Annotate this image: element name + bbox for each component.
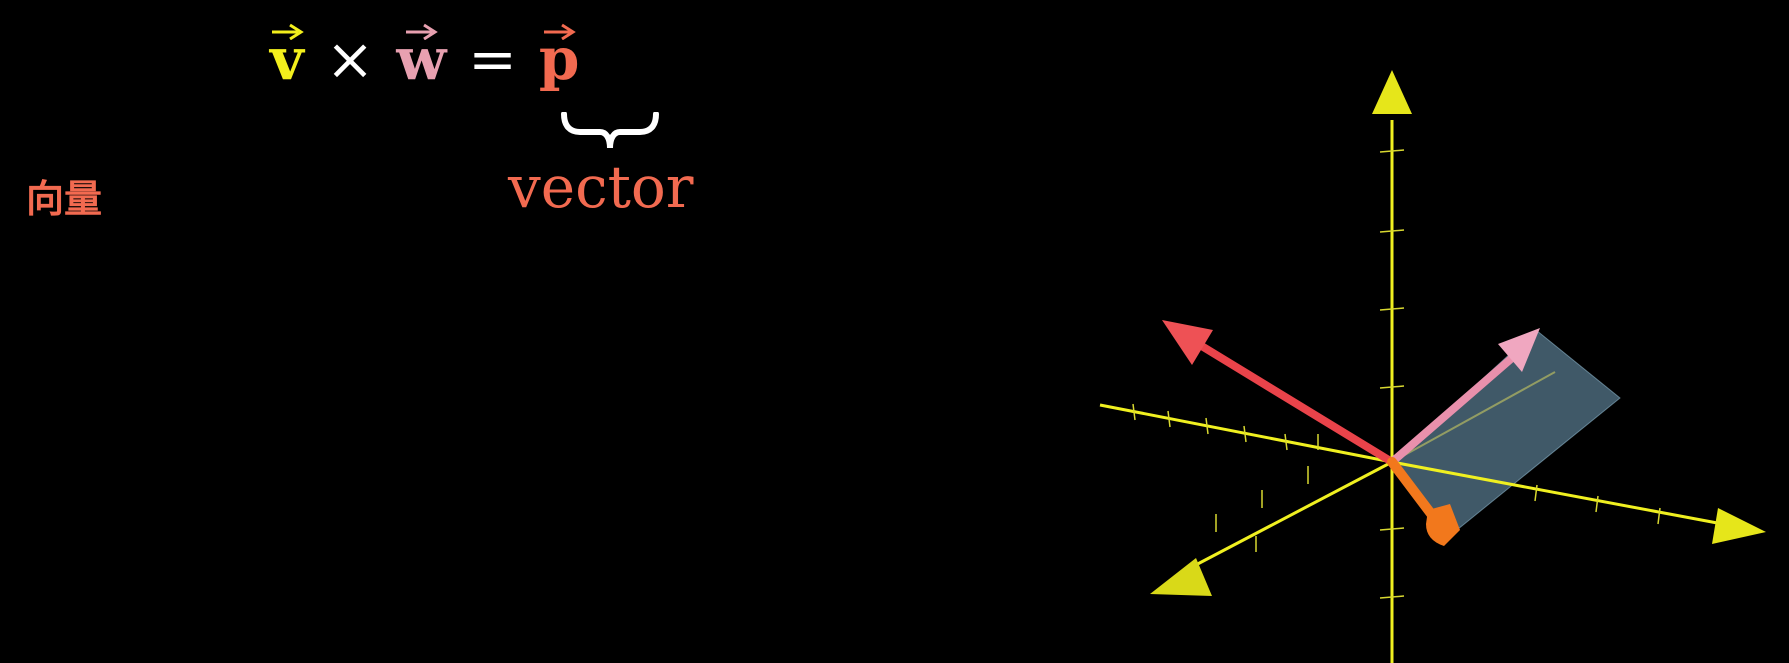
axis-ticks xyxy=(1132,403,1661,552)
orange-vector-shaft xyxy=(1387,457,1437,520)
pink-vector-shaft xyxy=(1388,354,1516,466)
z-axis-ticks xyxy=(1379,149,1405,599)
times-symbol: × xyxy=(325,25,375,93)
vector-w-letter: w xyxy=(396,25,447,93)
cross-product-equation: v × w = p xyxy=(270,8,579,88)
vector-arrow-icon xyxy=(544,23,576,40)
underbrace-icon xyxy=(561,112,659,149)
vector-w: w xyxy=(396,23,446,88)
vector-v: v xyxy=(270,23,304,88)
z-axis-arrow-icon xyxy=(1372,70,1412,114)
side-label: 向量 xyxy=(26,177,103,221)
w-axis xyxy=(1189,460,1393,570)
pink-vector-arrow-icon xyxy=(1498,328,1540,372)
orange-vector-arrow-icon xyxy=(1426,504,1460,546)
red-vector-shaft xyxy=(1196,341,1396,466)
back-axis xyxy=(1391,371,1556,463)
w-axis-arrow-icon xyxy=(1150,558,1212,596)
vector-arrow-icon xyxy=(406,23,439,40)
vector-p-letter: p xyxy=(538,25,580,93)
vector-v-letter: v xyxy=(270,25,304,93)
x-axis-arrow-icon xyxy=(1712,508,1766,544)
brace-label: vector xyxy=(508,153,694,221)
vector-arrow-icon xyxy=(271,23,304,40)
x-axis xyxy=(1391,460,1729,527)
equals-symbol: = xyxy=(468,25,517,93)
y-axis xyxy=(1099,403,1393,464)
red-vector-arrow-icon xyxy=(1162,320,1213,365)
vector-p: p xyxy=(539,23,579,88)
